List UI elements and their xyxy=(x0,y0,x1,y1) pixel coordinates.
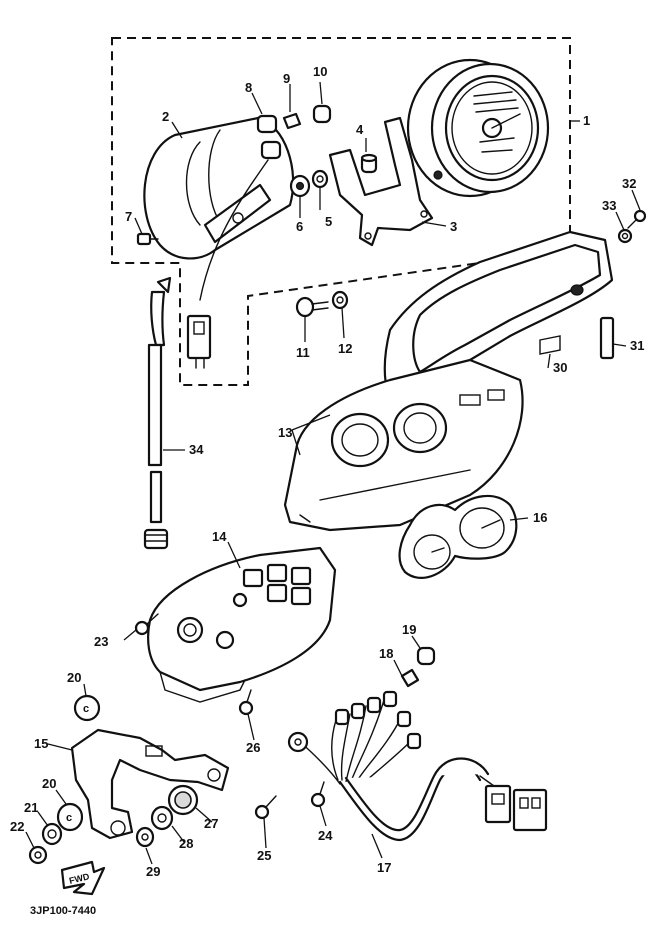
screw-26 xyxy=(238,689,254,716)
callout-31: 31 xyxy=(630,338,644,353)
grommet-4 xyxy=(360,153,378,174)
screw-32 xyxy=(627,209,647,229)
meter-lead-wire xyxy=(186,159,269,369)
callout-24: 24 xyxy=(318,828,333,843)
callout-8: 8 xyxy=(245,80,252,95)
screw-25 xyxy=(254,795,277,820)
collar-21 xyxy=(41,822,63,846)
fwd-label: FWD xyxy=(68,871,91,886)
speedometer-cable xyxy=(143,276,172,550)
grommet-6 xyxy=(289,174,311,198)
collar-28 xyxy=(150,805,174,831)
callout-1: 1 xyxy=(583,113,590,128)
callout-34: 34 xyxy=(189,442,204,457)
callout-9: 9 xyxy=(283,71,290,86)
callout-25: 25 xyxy=(257,848,271,863)
callout-22: 22 xyxy=(10,819,24,834)
callout-27: 27 xyxy=(204,816,218,831)
washer-5 xyxy=(311,169,329,189)
subassembly-boundary xyxy=(111,37,571,386)
washer-29 xyxy=(135,826,155,848)
damper-27 xyxy=(167,784,199,816)
wire-harness xyxy=(287,690,548,842)
speedometer-gauge xyxy=(406,58,550,198)
callout-29: 29 xyxy=(146,864,160,879)
mounting-stay xyxy=(70,728,230,840)
meter-case xyxy=(283,358,524,532)
nut-22 xyxy=(28,845,48,865)
callout-13: 13 xyxy=(278,425,292,440)
callout-20a: 20 xyxy=(67,670,81,685)
callout-15: 15 xyxy=(34,736,48,751)
reference-code: 3JP100-7440 xyxy=(30,905,96,917)
bulb-socket-8 xyxy=(256,114,282,160)
meter-bracket xyxy=(328,116,434,247)
callout-21: 21 xyxy=(24,800,38,815)
callout-30: 30 xyxy=(553,360,567,375)
damper-20-lower: c xyxy=(56,802,84,832)
callout-17: 17 xyxy=(377,860,391,875)
svg-text:c: c xyxy=(66,812,72,824)
callout-12: 12 xyxy=(338,341,352,356)
leader-lines xyxy=(25,81,641,865)
forward-direction-arrow: FWD xyxy=(60,860,106,896)
callout-28: 28 xyxy=(179,836,193,851)
svg-text:c: c xyxy=(83,703,89,715)
callout-3: 3 xyxy=(450,219,457,234)
callout-26: 26 xyxy=(246,740,260,755)
callout-20b: 20 xyxy=(42,776,56,791)
meter-housing-cup xyxy=(143,116,295,260)
callout-labels: 1 2 3 4 5 6 7 8 9 10 11 12 13 14 15 16 1… xyxy=(10,64,644,879)
callout-6: 6 xyxy=(296,219,303,234)
damper-20-upper: c xyxy=(73,694,101,722)
callout-14: 14 xyxy=(212,529,227,544)
tachometer-face xyxy=(398,494,518,579)
screw-23 xyxy=(134,613,159,636)
callout-2: 2 xyxy=(162,109,169,124)
bolt-11 xyxy=(295,296,329,318)
bulb-9 xyxy=(282,112,302,130)
callout-11: 11 xyxy=(296,345,310,360)
meter-base xyxy=(147,546,337,703)
washer-12 xyxy=(331,290,349,310)
screw-7 xyxy=(136,232,159,246)
callout-5: 5 xyxy=(325,214,332,229)
callout-32: 32 xyxy=(622,176,636,191)
callout-18: 18 xyxy=(379,646,393,661)
screw-24 xyxy=(310,781,326,808)
callout-19: 19 xyxy=(402,622,416,637)
trim-strip xyxy=(599,316,615,360)
washer-33 xyxy=(617,228,633,244)
callout-33: 33 xyxy=(602,198,616,213)
callout-23: 23 xyxy=(94,634,108,649)
bulb-cap-19 xyxy=(416,646,436,666)
callout-16: 16 xyxy=(533,510,547,525)
bulb-cap-10 xyxy=(312,104,332,124)
bulb-18 xyxy=(400,668,420,688)
callout-7: 7 xyxy=(125,209,132,224)
callout-4: 4 xyxy=(356,122,364,137)
callout-10: 10 xyxy=(313,64,327,79)
